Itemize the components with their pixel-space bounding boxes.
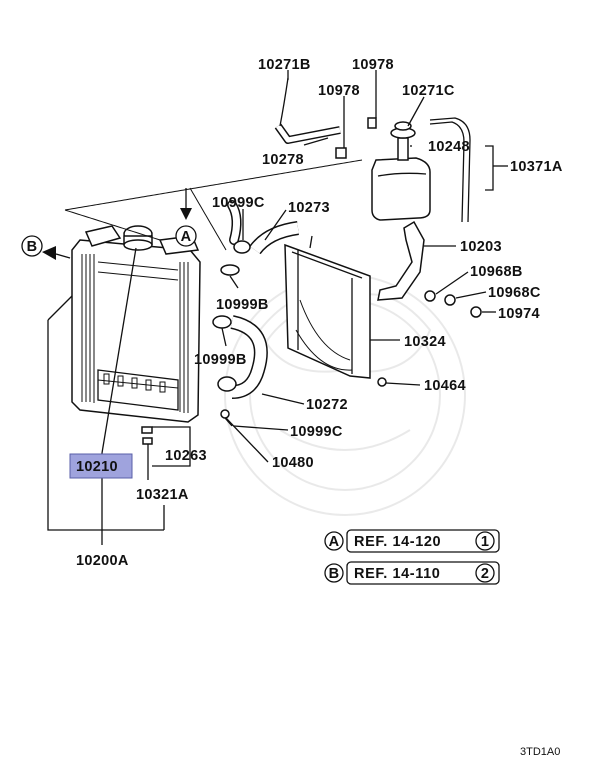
callout-a-letter: A bbox=[181, 229, 192, 245]
reference-a-text: REF. 14-120 bbox=[354, 534, 441, 550]
label-10999B-lower: 10999B bbox=[194, 352, 247, 368]
label-10968C: 10968C bbox=[488, 285, 541, 301]
label-10978: 10978 bbox=[318, 83, 360, 99]
leader-lines bbox=[47, 70, 508, 545]
radiator-core bbox=[71, 225, 201, 423]
radiator-cap bbox=[123, 225, 153, 251]
label-10263: 10263 bbox=[165, 448, 207, 464]
reference-b-marker: B bbox=[329, 566, 340, 582]
label-10273: 10273 bbox=[288, 200, 330, 216]
lower-hose bbox=[230, 315, 268, 399]
upper-hose-10273 bbox=[249, 221, 300, 255]
label-10203: 10203 bbox=[460, 239, 502, 255]
label-10200A: 10200A bbox=[76, 553, 129, 569]
drain-cock bbox=[141, 426, 153, 445]
label-10978-top: 10978 bbox=[352, 57, 394, 73]
label-10974: 10974 bbox=[498, 306, 540, 322]
label-10464: 10464 bbox=[424, 378, 466, 394]
reference-b-num: 2 bbox=[481, 566, 489, 582]
label-10371A: 10371A bbox=[510, 159, 563, 175]
label-10271C: 10271C bbox=[402, 83, 455, 99]
direction-arrows bbox=[42, 188, 192, 260]
callout-b-letter: B bbox=[27, 239, 38, 255]
label-10999C-lower: 10999C bbox=[290, 424, 343, 440]
overflow-hoses bbox=[274, 77, 471, 223]
callout-a: A bbox=[175, 225, 197, 247]
label-10210: 10210 bbox=[76, 459, 118, 475]
label-10999C-upper: 10999C bbox=[212, 195, 265, 211]
reference-b[interactable]: B REF. 14-110 2 bbox=[324, 561, 500, 585]
label-10999B-upper: 10999B bbox=[216, 297, 269, 313]
label-10278: 10278 bbox=[262, 152, 304, 168]
reference-a-marker: A bbox=[329, 534, 340, 550]
diagram-code: 3TD1A0 bbox=[520, 746, 560, 758]
label-10271B: 10271B bbox=[258, 57, 311, 73]
label-10272: 10272 bbox=[306, 397, 348, 413]
label-10321A: 10321A bbox=[136, 487, 189, 503]
reference-b-text: REF. 14-110 bbox=[354, 566, 440, 582]
fan-shroud bbox=[284, 235, 371, 379]
bracket bbox=[377, 220, 482, 387]
reference-a-num: 1 bbox=[481, 534, 489, 550]
highlighted-part-10210[interactable]: 10210 bbox=[69, 453, 133, 479]
reference-a[interactable]: A REF. 14-120 1 bbox=[324, 529, 500, 553]
label-10968B: 10968B bbox=[470, 264, 523, 280]
label-10248: 10248 bbox=[428, 139, 470, 155]
label-10480: 10480 bbox=[272, 455, 314, 471]
reserve-tank bbox=[371, 121, 431, 221]
label-10324: 10324 bbox=[404, 334, 446, 350]
upper-hose bbox=[227, 200, 242, 245]
callout-b: B bbox=[21, 235, 43, 257]
part-labels: 10271B 10978 10978 10271C 10278 10248 10… bbox=[76, 57, 563, 569]
